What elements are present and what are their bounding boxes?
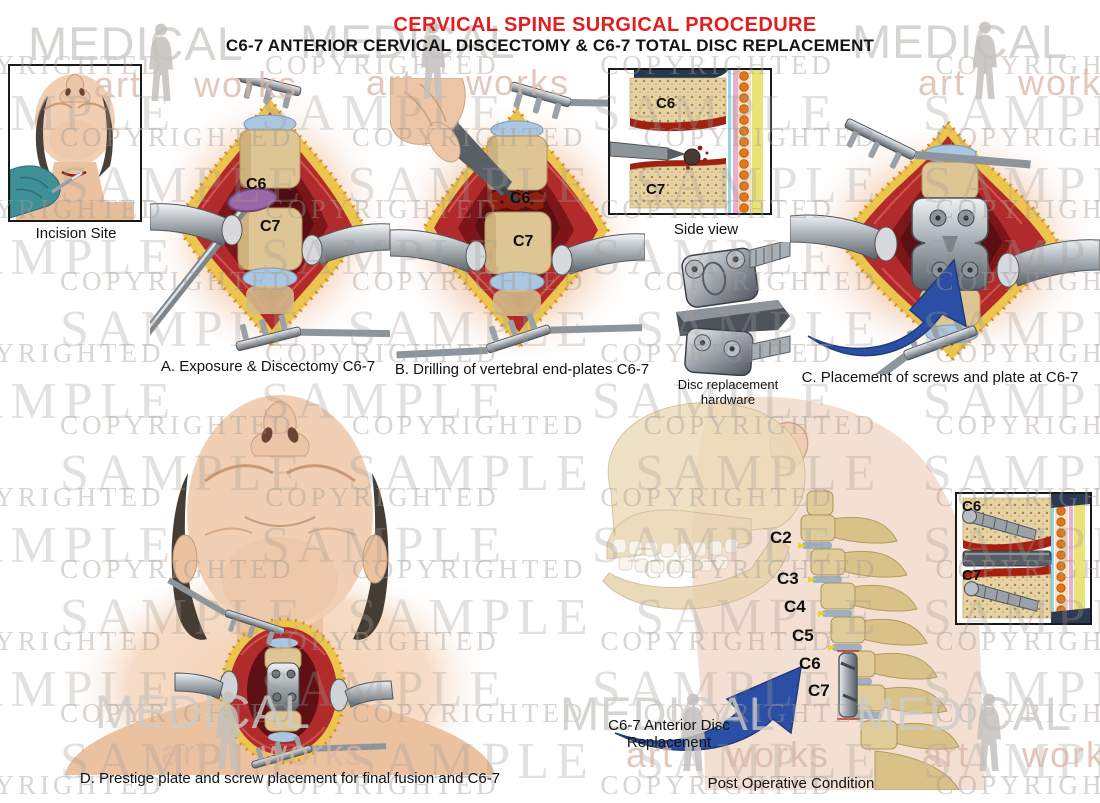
side-view-illustration — [609, 70, 763, 213]
label-panel-b-c7: C7 — [513, 233, 534, 250]
caption-panel-b: B. Drilling of vertebral end-plates C6-7 — [394, 361, 650, 378]
label-panel-b-c6: C6 — [510, 190, 531, 207]
label-post-op-c7: C7 — [808, 681, 830, 700]
retractor-left — [390, 229, 487, 273]
blue-arrow-icon — [614, 665, 802, 751]
blue-arrow-icon — [807, 258, 968, 357]
panel-a-illustration — [150, 78, 390, 358]
caption-panel-c: C. Placement of screws and plate at C6-7 — [801, 369, 1079, 386]
c6-7-plate — [837, 650, 861, 720]
annotation-disc-replacement: C6-7 Anterior Disc Replacenent — [578, 717, 760, 752]
caption-hardware: Disc replacement hardware — [653, 377, 803, 408]
retractor-right — [551, 233, 645, 276]
screw-c7 — [963, 581, 1039, 612]
label-inset-c6: C6 — [962, 498, 982, 515]
label-post-op-c4: C4 — [784, 597, 806, 616]
cervical-plate — [911, 197, 989, 291]
caption-hardware-line1: Disc replacement — [677, 377, 779, 392]
label-side-view-c7: C7 — [646, 181, 666, 198]
caption-panel-a: A. Exposure & Discectomy C6-7 — [160, 358, 376, 375]
caption-panel-d: D. Prestige plate and screw placement fo… — [79, 770, 501, 787]
cervical-spine — [798, 490, 960, 790]
ghost-skull — [602, 402, 806, 610]
rake-retractor-bottom — [235, 314, 390, 351]
label-post-op-c3: C3 — [777, 569, 799, 588]
retractor-right — [996, 239, 1100, 288]
annotation-line1: C6-7 Anterior Disc — [608, 717, 730, 734]
post-op-illustration — [602, 396, 985, 790]
caption-hardware-line2: hardware — [700, 391, 756, 407]
screw-c6 — [962, 508, 1037, 541]
label-post-op-c6: C6 — [799, 654, 821, 673]
incision-site-inset — [8, 64, 142, 222]
label-panel-a-c6: C6 — [246, 176, 267, 193]
panel-d-illustration — [65, 395, 495, 775]
rake-retractor-top — [844, 118, 1031, 169]
caption-incision-site: Incision Site — [35, 225, 117, 242]
retractor-left — [790, 214, 898, 262]
retractor-left — [150, 203, 243, 247]
drill-burr — [609, 141, 709, 170]
label-post-op-c2: C2 — [770, 528, 792, 547]
incision-mark — [61, 170, 87, 177]
watermark-text: COPYRIGHTED — [0, 338, 165, 368]
caption-post-op: Post Operative Condition — [707, 775, 875, 792]
label-inset-c7: C7 — [962, 567, 982, 584]
hardware-illustration — [676, 242, 791, 376]
rake-retractor-top — [154, 78, 302, 109]
annotation-line2: Replacenent — [626, 734, 712, 752]
page-title: CERVICAL SPINE SURGICAL PROCEDURE — [393, 14, 817, 36]
label-panel-a-c7: C7 — [260, 218, 281, 235]
gloved-hand — [9, 165, 61, 219]
rake-retractor-bottom — [396, 313, 643, 359]
post-op-side-inset — [955, 492, 1092, 625]
retractor-right — [301, 223, 390, 266]
surgeon-hand — [390, 78, 466, 163]
panel-c-illustration — [790, 116, 1100, 374]
page-subtitle: C6-7 ANTERIOR CERVICAL DISCECTOMY & C6-7… — [225, 36, 875, 55]
panel-b-illustration — [390, 78, 645, 360]
caption-side-view: Side view — [673, 221, 739, 238]
label-side-view-c6: C6 — [656, 95, 676, 112]
logo-works-text: works — [1018, 62, 1100, 103]
logo-works-text: works — [1022, 734, 1100, 775]
label-post-op-c5: C5 — [792, 626, 814, 645]
logo-art-text: art — [918, 62, 967, 103]
side-view-inset — [608, 68, 772, 215]
incision-site-illustration — [9, 73, 134, 220]
post-op-side-illustration — [962, 494, 1090, 625]
